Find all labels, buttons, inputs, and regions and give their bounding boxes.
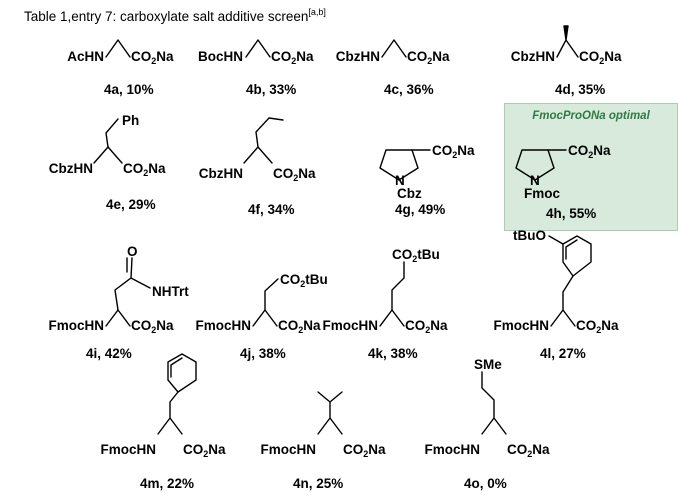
sidechain-label-4l: tBuO: [513, 228, 546, 243]
amine-4c: CbzHN: [336, 49, 380, 64]
sidechain-label-4o: SMe: [474, 357, 502, 372]
amine-4k: FmocHN: [322, 318, 378, 333]
bonds-4l: [550, 309, 576, 327]
amine-4n: FmocHN: [260, 442, 316, 457]
label-4a: 4a, 10%: [104, 82, 154, 97]
carboxylate-4h: CO2Na: [568, 143, 611, 160]
label-4c: 4c, 36%: [384, 82, 434, 97]
amine-4d: CbzHN: [511, 49, 555, 64]
sidechain-label-4i: NHTrt: [152, 284, 189, 299]
sidechain-4m: [169, 391, 179, 419]
carboxylate-4m: CO2Na: [183, 442, 226, 459]
amine-4l: FmocHN: [493, 318, 549, 333]
bonds-4d: [556, 39, 579, 58]
label-4i: 4i, 42%: [86, 346, 132, 361]
carboxylate-4f: CO2Na: [273, 166, 316, 183]
carboxylate-4j: CO2Na: [278, 318, 321, 335]
sidechain-4n: [317, 391, 331, 419]
sidechain-4j: [264, 278, 279, 311]
carboxylate-4l: CO2Na: [576, 318, 619, 335]
bonds-4e: [93, 146, 123, 164]
ring-4l-inner: [565, 239, 578, 260]
protecting-group-4g: Cbz: [397, 186, 422, 201]
carboxylate-4k: CO2Na: [405, 318, 448, 335]
bonds-4i: [105, 309, 131, 327]
ring-4m: [167, 353, 197, 393]
label-4k: 4k, 38%: [368, 346, 418, 361]
label-4e: 4e, 29%: [106, 197, 156, 212]
bonds-4k: [379, 309, 405, 327]
label-4j: 4j, 38%: [240, 346, 286, 361]
bonds-4a: [105, 39, 131, 58]
sidechain-4o: [481, 371, 495, 419]
amine-4j: FmocHN: [195, 318, 251, 333]
label-4f: 4f, 34%: [248, 202, 295, 217]
sidechain-label-4j: CO2tBu: [280, 272, 328, 289]
label-4h: 4h, 55%: [546, 206, 596, 221]
sidechain-4f: [255, 117, 284, 148]
ring-4l: [562, 235, 592, 277]
sidechain-4e: [105, 118, 119, 148]
carboxylate-4d: CO2Na: [579, 49, 622, 66]
carboxylate-4c: CO2Na: [407, 49, 450, 66]
amine-4m: FmocHN: [100, 442, 156, 457]
sidechain-label-4e: Ph: [122, 113, 139, 128]
amine-4i: FmocHN: [48, 318, 104, 333]
ring-4h: [515, 149, 555, 181]
bonds-4b: [245, 39, 271, 58]
optimal-label: FmocProONa optimal: [532, 110, 650, 122]
amide-4i: [130, 277, 151, 289]
bonds-4o: [481, 417, 507, 435]
amine-4b: BocHN: [198, 49, 243, 64]
carboxylate-4g: CO2Na: [432, 143, 475, 160]
sidechain-label-4k: CO2tBu: [392, 247, 440, 264]
ether-4l: [548, 235, 564, 245]
label-4o: 4o, 0%: [464, 476, 507, 491]
label-4n: 4n, 25%: [293, 476, 343, 491]
ring-nitrogen-4h: N: [530, 173, 540, 188]
bonds-4n: [317, 417, 343, 435]
label-4l: 4l, 27%: [540, 346, 586, 361]
carboxylate-4b: CO2Na: [271, 49, 314, 66]
table-caption: Table 1,entry 7: carboxylate salt additi…: [24, 7, 326, 24]
amine-4f: CbzHN: [199, 166, 243, 181]
sidechain-4l: [562, 275, 574, 311]
carboxylate-4n: CO2Na: [343, 442, 386, 459]
carboxylate-4o: CO2Na: [507, 442, 550, 459]
carbonyl-o-4i: O: [127, 244, 138, 259]
sidechain-4k: [391, 261, 405, 311]
bonds-4j: [252, 309, 278, 327]
carboxylate-4a: CO2Na: [131, 49, 174, 66]
bonds-4f: [243, 146, 273, 164]
methyl-4n: [329, 391, 343, 403]
label-4d: 4d, 35%: [555, 82, 605, 97]
ring-4g: [379, 149, 419, 181]
label-4g: 4g, 49%: [395, 202, 445, 217]
label-4b: 4b, 33%: [246, 82, 296, 97]
protecting-group-4h: Fmoc: [524, 186, 560, 201]
wedge-4d: [563, 25, 569, 41]
amine-4e: CbzHN: [49, 161, 93, 176]
carboxylate-4e: CO2Na: [123, 161, 166, 178]
ring-nitrogen-4g: N: [395, 173, 405, 188]
optimal-highlight-box: FmocProONa optimal: [504, 103, 678, 231]
label-4m: 4m, 22%: [140, 476, 194, 491]
footnote-marks: [a,b]: [308, 7, 326, 17]
amine-4a: AcHN: [67, 49, 104, 64]
sidechain-4i: [114, 257, 133, 311]
carboxylate-4i: CO2Na: [131, 318, 174, 335]
bonds-4m: [157, 417, 183, 435]
ring-4m-inner: [170, 357, 183, 378]
bonds-4c: [381, 39, 407, 58]
amine-4o: FmocHN: [424, 442, 480, 457]
